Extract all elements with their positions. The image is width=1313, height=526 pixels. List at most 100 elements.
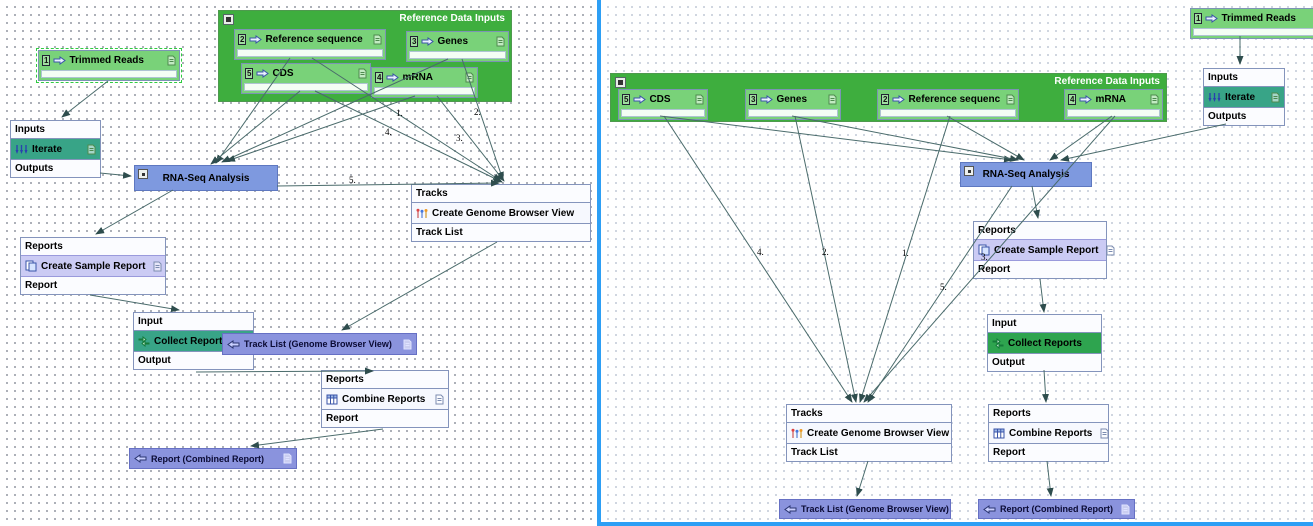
order-badge: 2 [238,33,247,45]
node-label: Create Genome Browser View [432,207,575,219]
input-port[interactable]: Reports [21,238,165,255]
document-icon[interactable] [1271,92,1280,103]
expand-icon[interactable] [138,169,148,179]
workflow-input-icon [386,73,399,82]
progress-bar [41,70,177,78]
input-port[interactable]: Reports [974,222,1106,239]
output-port[interactable]: Report [974,261,1106,278]
node-trimmed-reads[interactable]: 1 Trimmed Reads [36,48,182,83]
output-label: Report (Combined Report) [151,453,264,464]
node-cds-right[interactable]: 5 CDS [618,89,708,120]
node-rna-seq-analysis-right[interactable]: RNA-Seq Analysis [960,162,1092,187]
container-title: Reference Data Inputs [399,13,505,24]
combine-reports-icon [993,428,1005,439]
document-icon[interactable] [695,94,704,105]
progress-bar [1067,109,1160,117]
document-icon[interactable] [1150,94,1159,105]
node-genes[interactable]: 3 Genes [406,31,509,62]
node-create-sample-report-right[interactable]: Reports Create Sample Report Report [973,221,1107,279]
node-label: Trimmed Reads [1221,12,1296,24]
output-report[interactable]: Report (Combined Report) [129,448,297,469]
workflow-input-icon [633,95,646,104]
output-port[interactable]: Track List [787,444,951,461]
document-icon[interactable] [167,55,176,66]
output-port[interactable]: Outputs [1204,108,1284,125]
node-combine-reports-right[interactable]: Reports Combine Reports Report [988,404,1109,462]
expand-icon[interactable] [964,166,974,176]
output-port[interactable]: Report [322,410,448,427]
document-icon[interactable] [435,394,444,405]
node-iterate-right[interactable]: Inputs Iterate Outputs [1203,68,1285,126]
minimize-icon[interactable] [223,14,234,25]
node-label: Create Genome Browser View [807,427,950,439]
node-reference-sequence[interactable]: 2 Reference sequence [234,29,386,60]
order-badge: 5 [622,93,631,105]
output-port[interactable]: Report [989,444,1108,461]
order-badge: 2 [881,93,890,105]
progress-bar [374,87,475,95]
output-port[interactable]: Outputs [11,160,100,177]
document-icon[interactable] [153,261,162,272]
output-track-list[interactable]: Track List (Genome Browser View) [222,333,417,355]
document-icon[interactable] [1121,504,1130,515]
input-port[interactable]: Inputs [1204,69,1284,86]
input-port[interactable]: Input [134,313,253,330]
order-badge: 4 [375,71,384,83]
node-label: Reference sequence [908,93,1000,105]
node-genes-right[interactable]: 3 Genes [745,89,841,120]
node-reference-sequence-right[interactable]: 2 Reference sequence [877,89,1019,120]
input-port[interactable]: Tracks [412,185,590,202]
document-icon[interactable] [1106,245,1115,256]
input-port[interactable]: Reports [989,405,1108,422]
node-combine-reports[interactable]: Reports Combine Reports Report [321,370,449,428]
document-icon[interactable] [283,453,292,464]
reference-data-inputs-container[interactable]: Reference Data Inputs 2 Reference sequen… [218,10,512,102]
input-port[interactable]: Inputs [11,121,100,138]
output-port[interactable]: Output [988,354,1101,371]
node-label: CDS [649,93,671,105]
node-mrna[interactable]: 4 mRNA [371,67,478,98]
document-icon[interactable] [828,94,837,105]
input-port[interactable]: Input [988,315,1101,332]
document-icon[interactable] [373,34,382,45]
node-collect-reports-right[interactable]: Input Collect Reports Output [987,314,1102,372]
document-icon[interactable] [87,144,96,155]
combine-reports-icon [326,394,338,405]
input-port[interactable]: Reports [322,371,448,388]
document-icon[interactable] [496,36,505,47]
minimize-icon[interactable] [615,77,626,88]
output-label: Track List (Genome Browser View) [801,504,949,514]
node-trimmed-reads-right[interactable]: 1 Trimmed Reads [1190,8,1313,39]
document-icon[interactable] [465,72,474,83]
node-create-genome-browser-view[interactable]: Tracks Create Genome Browser View Track … [411,184,591,242]
output-label: Track List (Genome Browser View) [244,339,392,349]
output-port[interactable]: Report [21,277,165,294]
workflow-output-icon [134,454,147,463]
document-icon[interactable] [1006,94,1015,105]
output-port[interactable]: Output [134,352,253,369]
workflow-input-icon [1079,95,1092,104]
document-icon[interactable] [403,339,412,350]
output-report-right[interactable]: Report (Combined Report) [978,499,1135,519]
node-label: Iterate [32,143,63,155]
node-create-genome-browser-view-right[interactable]: Tracks Create Genome Browser View Track … [786,404,952,462]
output-track-list-right[interactable]: Track List (Genome Browser View) [779,499,951,519]
document-icon[interactable] [358,68,367,79]
iterate-icon [15,144,28,155]
node-label: RNA-Seq Analysis [162,172,250,184]
node-cds[interactable]: 5 CDS [241,63,371,94]
workflow-input-icon [53,56,66,65]
reference-data-inputs-container-right[interactable]: Reference Data Inputs 5 CDS 3 Genes 2 Re… [610,73,1167,122]
node-iterate[interactable]: Inputs Iterate Outputs [10,120,101,178]
order-badge: 1 [1194,12,1203,24]
progress-bar [1193,28,1313,36]
workflow-canvas-left[interactable]: 1 Trimmed Reads Reference Data Inputs 2 … [0,0,597,526]
node-rna-seq-analysis[interactable]: RNA-Seq Analysis [134,165,278,191]
input-port[interactable]: Tracks [787,405,951,422]
panel-divider [597,0,601,526]
output-port[interactable]: Track List [412,224,590,241]
node-create-sample-report[interactable]: Reports Create Sample Report Report [20,237,166,295]
document-icon[interactable] [1100,428,1109,439]
node-mrna-right[interactable]: 4 mRNA [1064,89,1163,120]
workflow-input-icon [421,37,434,46]
